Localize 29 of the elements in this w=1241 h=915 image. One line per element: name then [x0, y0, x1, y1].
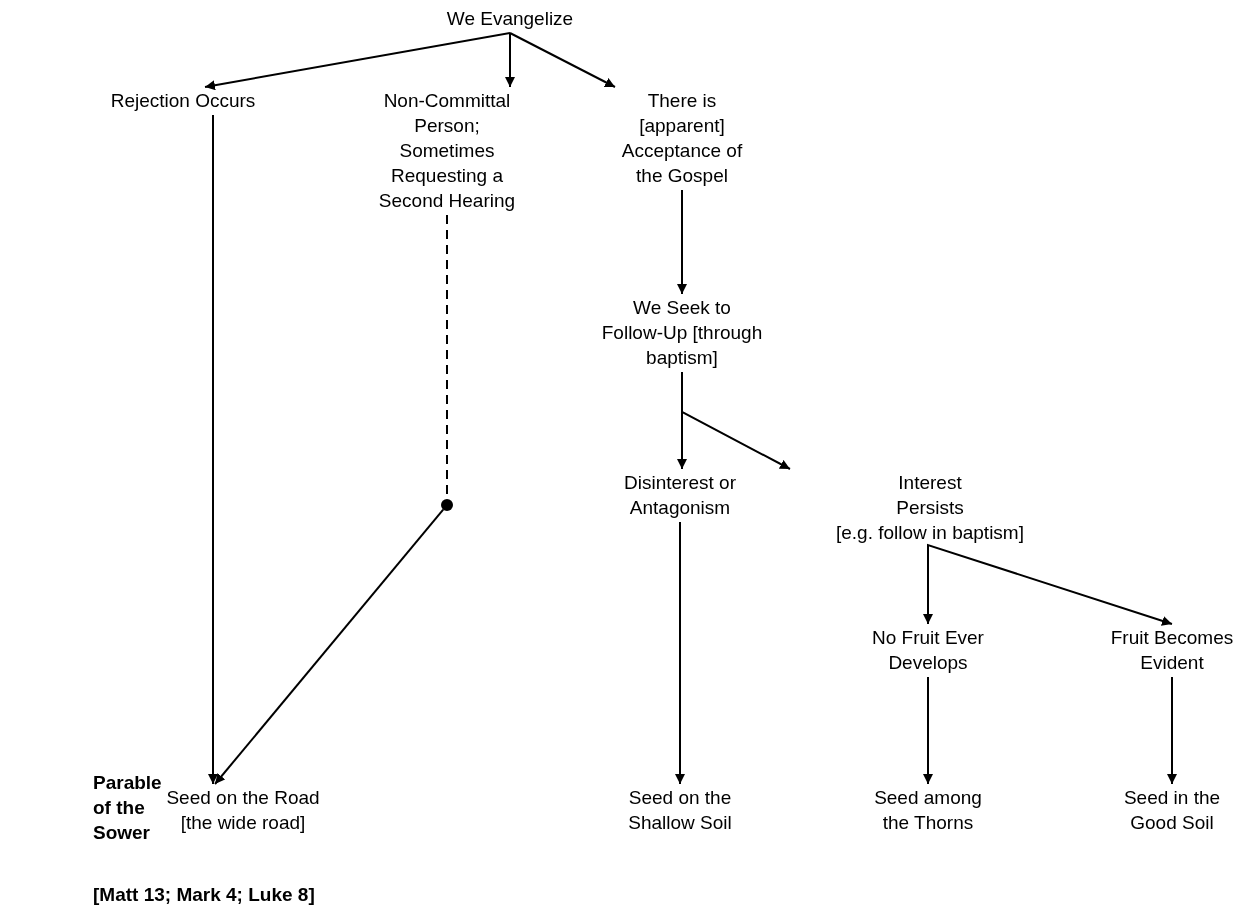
- arrow: [505, 32, 515, 88]
- arrow: [675, 521, 685, 785]
- node-text: Seed on the Shallow Soil: [627, 786, 733, 835]
- node-text: [e.g. follow in baptism]: [835, 521, 1025, 545]
- node-text: Fruit Becomes Evident: [1109, 626, 1235, 675]
- node-text: Seed in the Good Soil: [1122, 786, 1222, 835]
- node-text: There is [apparent] Acceptance of the Gospel: [620, 89, 744, 188]
- arrow: [1167, 676, 1177, 785]
- node-text: Rejection Occurs: [109, 89, 257, 113]
- node-text: Seed on the Road [the wide road]: [165, 786, 321, 835]
- arrow: [204, 32, 511, 91]
- reference-note: [Matt 13; Mark 4; Luke 8]: [93, 883, 315, 907]
- node-text: Interest Persists: [895, 471, 965, 520]
- node-text: We Evangelize: [445, 7, 575, 31]
- arrow: [923, 676, 933, 785]
- arrow: [509, 32, 616, 88]
- node-text: Seed among the Thorns: [873, 786, 983, 835]
- node-text: No Fruit Ever Develops: [871, 626, 985, 675]
- arrow: [681, 371, 791, 470]
- junction-dot: [441, 499, 453, 511]
- arrow: [208, 114, 218, 785]
- arrow: [214, 508, 445, 785]
- arrow: [677, 189, 687, 295]
- node-text: We Seek to Follow-Up [through baptism]: [601, 296, 763, 370]
- node-text: Disinterest or Antagonism: [623, 471, 737, 520]
- arrow: [923, 544, 933, 625]
- arrow: [927, 543, 1173, 626]
- node-text: Non-Committal Person; Sometimes Requesting a Second Hearing: [377, 89, 517, 213]
- side-heading: Parable of the Sower: [93, 771, 162, 845]
